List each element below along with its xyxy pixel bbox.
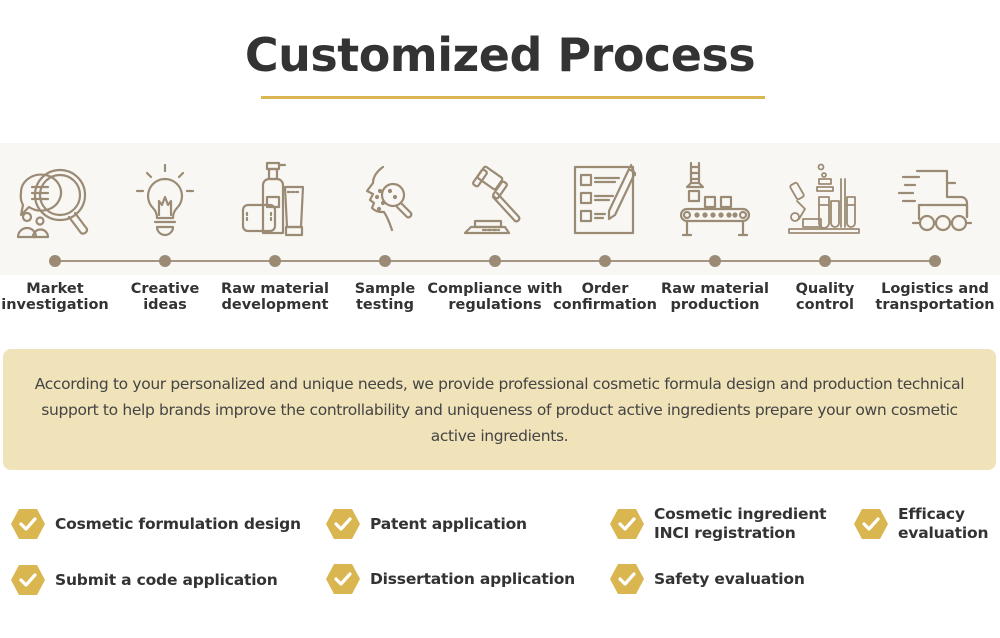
lab-microscope-icon [783, 157, 867, 241]
face-magnifier-icon [343, 157, 427, 241]
timeline-dot [159, 255, 171, 267]
feature-label: Cosmetic formulation design [55, 514, 301, 533]
feature-label: Efficacy evaluation [898, 505, 989, 542]
feature-label: Submit a code application [55, 570, 278, 589]
check-hexagon-icon [325, 508, 361, 540]
step-label: Raw material development [221, 281, 329, 313]
timeline-dot [819, 255, 831, 267]
feature-label: Dissertation application [370, 569, 575, 588]
process-icons-band [0, 143, 1000, 275]
step-label: Order confirmation [553, 281, 657, 313]
check-hexagon-icon [609, 508, 645, 540]
gavel-icon [453, 157, 537, 241]
feature-item: Patent application [325, 508, 527, 540]
delivery-truck-icon [893, 157, 977, 241]
check-hexagon-icon [10, 508, 46, 540]
timeline-dot [269, 255, 281, 267]
checklist-pen-icon [563, 157, 647, 241]
timeline-dot [599, 255, 611, 267]
check-hexagon-icon [10, 564, 46, 596]
feature-item: Submit a code application [10, 564, 278, 596]
timeline-dot [49, 255, 61, 267]
timeline-dot [489, 255, 501, 267]
feature-label: Patent application [370, 514, 527, 533]
timeline-dot [379, 255, 391, 267]
cosmetic-products-icon [233, 157, 317, 241]
feature-label: Safety evaluation [654, 569, 805, 588]
conveyor-belt-icon [673, 157, 757, 241]
page-title: Customized Process [244, 28, 756, 82]
check-hexagon-icon [609, 563, 645, 595]
step-label: Quality control [795, 281, 855, 313]
description-text: According to your personalized and uniqu… [34, 374, 965, 445]
check-hexagon-icon [325, 563, 361, 595]
step-label: Compliance with regulations [427, 281, 563, 313]
market-research-icon [13, 157, 97, 241]
timeline-dot [929, 255, 941, 267]
step-label: Raw material production [661, 281, 769, 313]
title-underline [261, 96, 765, 99]
feature-item: Efficacy evaluation [853, 505, 988, 543]
timeline-dot [709, 255, 721, 267]
step-label: Sample testing [354, 281, 416, 313]
step-label: Market investigation [1, 281, 109, 313]
description-box: According to your personalized and uniqu… [3, 349, 996, 470]
lightbulb-icon [123, 157, 207, 241]
check-hexagon-icon [853, 508, 889, 540]
step-label: Logistics and transportation [875, 281, 995, 313]
step-label: Creative ideas [130, 281, 200, 313]
feature-item: Cosmetic ingredient INCI registration [609, 505, 827, 543]
feature-item: Cosmetic formulation design [10, 508, 301, 540]
feature-item: Dissertation application [325, 563, 575, 595]
feature-item: Safety evaluation [609, 563, 805, 595]
feature-label: Cosmetic ingredient INCI registration [654, 505, 827, 542]
